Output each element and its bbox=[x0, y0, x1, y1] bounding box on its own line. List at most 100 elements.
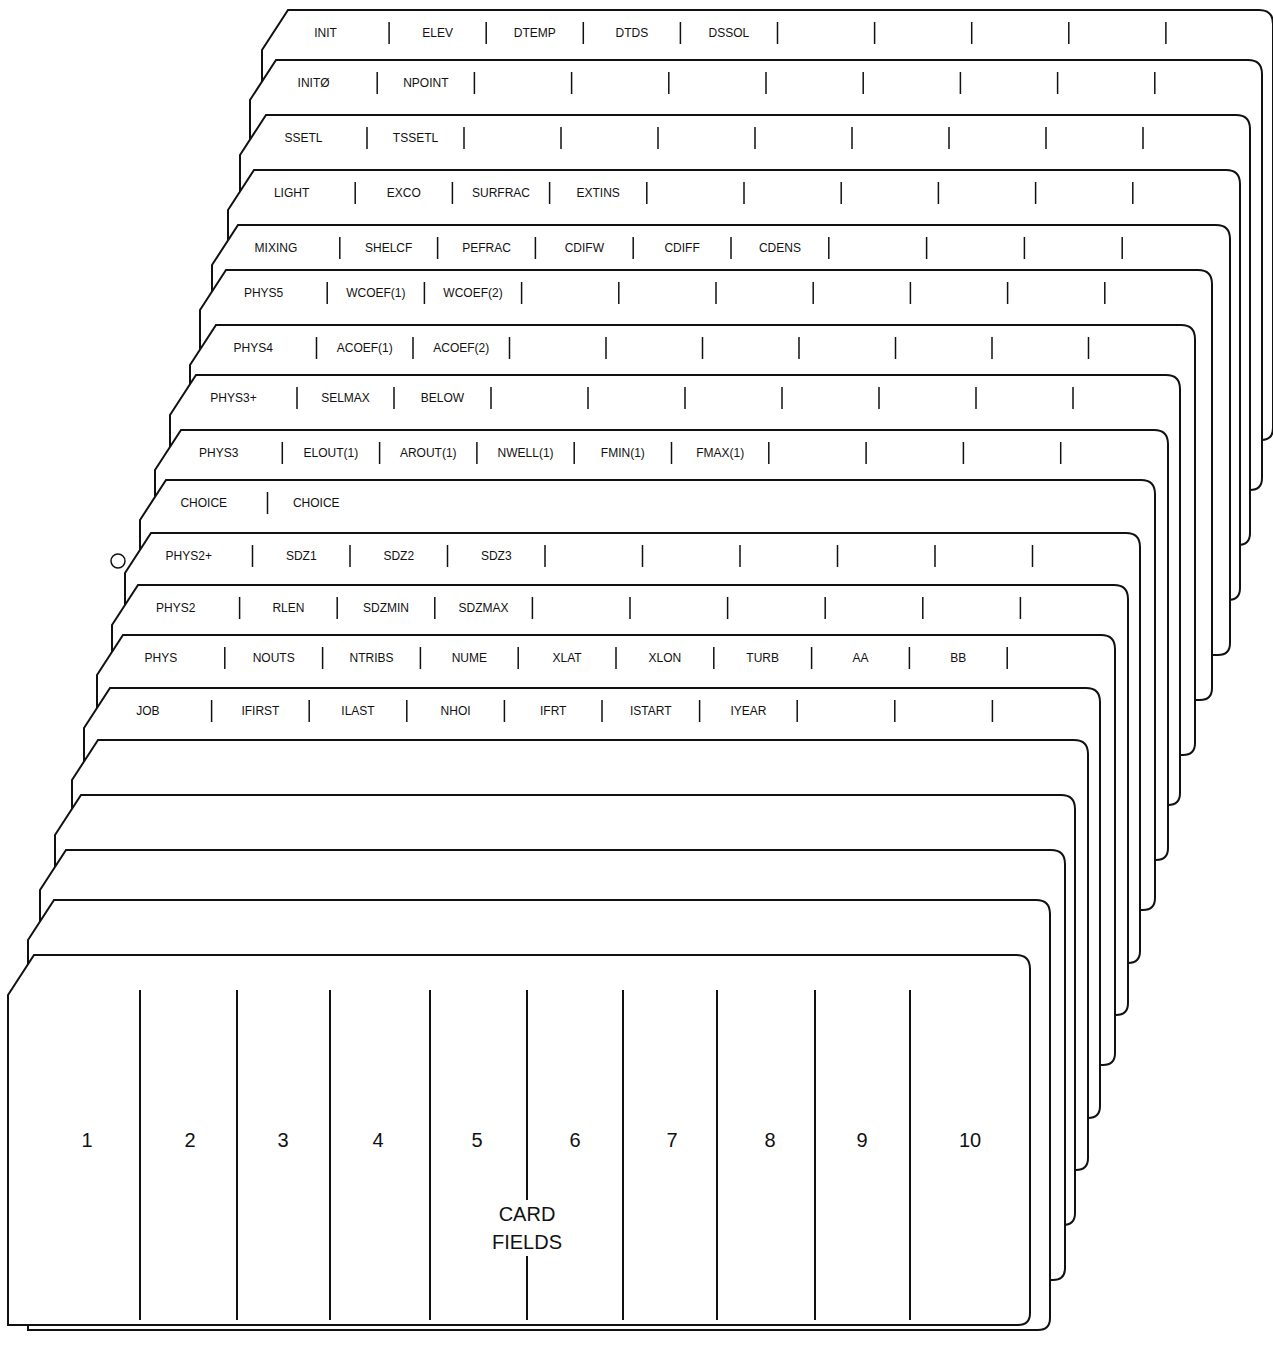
field-separator bbox=[336, 597, 338, 619]
field-separator bbox=[765, 72, 767, 94]
field-name: PHYS5 bbox=[244, 286, 283, 300]
field-separator bbox=[322, 647, 324, 669]
field-separator bbox=[948, 127, 950, 149]
field-separator bbox=[485, 22, 487, 44]
field-name: SDZ2 bbox=[383, 549, 414, 563]
field-separator bbox=[1121, 237, 1123, 259]
field-separator bbox=[960, 72, 962, 94]
field-separator bbox=[727, 597, 729, 619]
field-name: CDENS bbox=[759, 241, 801, 255]
field-name: WCOEF(2) bbox=[443, 286, 502, 300]
field-separator bbox=[739, 545, 741, 567]
field-separator bbox=[509, 337, 511, 359]
field-name: AROUT(1) bbox=[400, 446, 457, 460]
field-separator bbox=[684, 387, 686, 409]
field-name: INIT bbox=[314, 26, 337, 40]
field-name: NPOINT bbox=[403, 76, 448, 90]
field-name: PHYS bbox=[145, 651, 178, 665]
field-separator bbox=[1007, 282, 1009, 304]
field-separator bbox=[1006, 647, 1008, 669]
punch-hole bbox=[111, 554, 125, 568]
field-separator bbox=[715, 282, 717, 304]
input-card: PHYS3ELOUT(1)AROUT(1)NWELL(1)FMIN(1)FMAX… bbox=[155, 430, 1168, 470]
field-name: SDZMAX bbox=[459, 601, 509, 615]
field-separator bbox=[490, 387, 492, 409]
field-separator bbox=[605, 337, 607, 359]
field-separator bbox=[754, 127, 756, 149]
field-separator bbox=[308, 700, 310, 722]
field-separator bbox=[452, 182, 454, 204]
input-card: LIGHTEXCOSURFRACEXTINS bbox=[228, 170, 1240, 210]
field-separator bbox=[549, 182, 551, 204]
field-separator bbox=[642, 545, 644, 567]
field-name: SDZ3 bbox=[481, 549, 512, 563]
field-number: 7 bbox=[666, 1128, 677, 1152]
field-separator bbox=[1057, 72, 1059, 94]
field-separator bbox=[671, 442, 673, 464]
field-name: LIGHT bbox=[274, 186, 309, 200]
input-card: PHYS5 WCOEF(1) WCOEF(2) bbox=[200, 270, 1212, 310]
field-name: EXCO bbox=[387, 186, 421, 200]
field-separator bbox=[781, 387, 783, 409]
field-separator bbox=[1060, 442, 1062, 464]
field-separator bbox=[420, 647, 422, 669]
field-number: 8 bbox=[764, 1128, 775, 1152]
field-name: BELOW bbox=[421, 391, 464, 405]
field-name: SSETL bbox=[284, 131, 322, 145]
input-card: MIXINGSHELCFPEFRACCDIFWCDIFFCDENS bbox=[212, 225, 1230, 265]
input-card: SSETLTSSETL bbox=[240, 115, 1250, 155]
field-separator bbox=[629, 597, 631, 619]
field-separator bbox=[938, 182, 940, 204]
field-separator bbox=[517, 647, 519, 669]
field-name: SDZ1 bbox=[286, 549, 317, 563]
field-number: 6 bbox=[569, 1128, 580, 1152]
input-card: PHYS2+SDZ1SDZ2SDZ3 bbox=[125, 533, 1140, 573]
field-separator bbox=[388, 22, 390, 44]
input-card: JOBIFIRSTILASTNHOIIFRTISTARTIYEAR bbox=[84, 688, 1100, 728]
field-separator bbox=[571, 72, 573, 94]
field-name: WCOEF(1) bbox=[346, 286, 405, 300]
field-name: PEFRAC bbox=[462, 241, 511, 255]
field-separator bbox=[424, 282, 426, 304]
field-separator bbox=[354, 182, 356, 204]
field-line bbox=[139, 990, 141, 1320]
field-name: CDIFW bbox=[565, 241, 604, 255]
input-card: PHYS3+SELMAXBELOW bbox=[170, 375, 1180, 415]
field-name: JOB bbox=[136, 704, 159, 718]
field-separator bbox=[437, 237, 439, 259]
field-line bbox=[814, 990, 816, 1320]
field-number: 3 bbox=[277, 1128, 288, 1152]
field-separator bbox=[828, 237, 830, 259]
field-separator bbox=[434, 597, 436, 619]
field-separator bbox=[743, 182, 745, 204]
field-separator bbox=[1035, 182, 1037, 204]
field-name: IFRT bbox=[540, 704, 566, 718]
field-separator bbox=[1020, 597, 1022, 619]
field-separator bbox=[615, 647, 617, 669]
field-line bbox=[329, 990, 331, 1320]
field-separator bbox=[699, 700, 701, 722]
field-separator bbox=[339, 237, 341, 259]
field-separator bbox=[991, 337, 993, 359]
field-number: 9 bbox=[856, 1128, 867, 1152]
field-separator bbox=[601, 700, 603, 722]
field-separator bbox=[632, 237, 634, 259]
field-name: NTRIBS bbox=[349, 651, 393, 665]
field-separator bbox=[1032, 545, 1034, 567]
card-outline bbox=[8, 955, 1030, 1325]
field-separator bbox=[583, 22, 585, 44]
field-separator bbox=[544, 545, 546, 567]
field-separator bbox=[532, 597, 534, 619]
front-card: 12345678910CARD FIELDS bbox=[8, 955, 1030, 1325]
field-separator bbox=[768, 442, 770, 464]
field-separator bbox=[618, 282, 620, 304]
field-name: PHYS3+ bbox=[210, 391, 256, 405]
field-separator bbox=[1024, 237, 1026, 259]
field-separator bbox=[412, 337, 414, 359]
field-name: ILAST bbox=[341, 704, 374, 718]
field-separator bbox=[730, 237, 732, 259]
field-name: EXTINS bbox=[577, 186, 620, 200]
field-name: PHYS4 bbox=[234, 341, 273, 355]
field-name: DTEMP bbox=[514, 26, 556, 40]
field-separator bbox=[668, 72, 670, 94]
